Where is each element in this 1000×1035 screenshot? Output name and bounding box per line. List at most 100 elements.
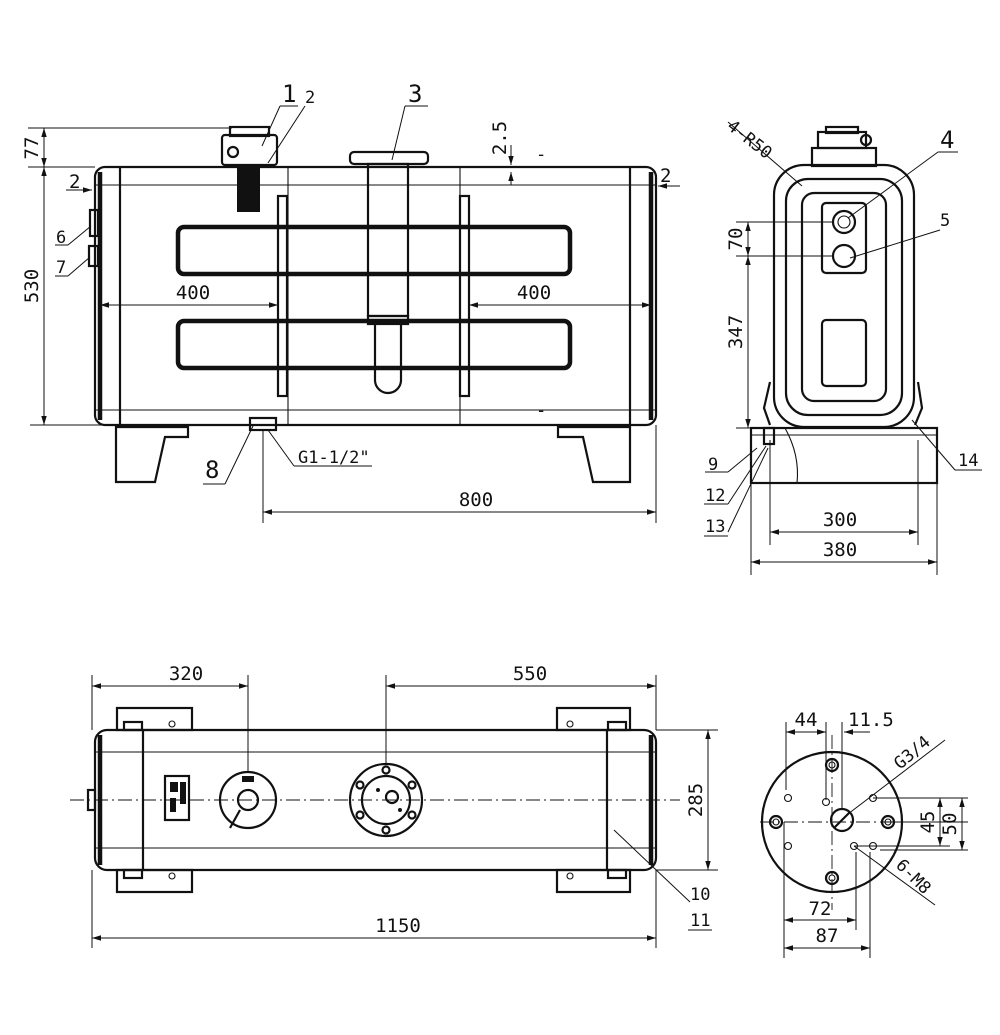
callout-8: 8 bbox=[203, 425, 254, 485]
dim-width: 285 bbox=[656, 729, 718, 871]
sight-glass-upper bbox=[831, 209, 857, 235]
side-view: 4-R50 70 347 300 380 bbox=[704, 116, 982, 575]
dim-label-550: 550 bbox=[513, 663, 547, 685]
foot-right bbox=[556, 425, 632, 484]
svg-text:-: - bbox=[536, 145, 546, 165]
callout-7: 7 bbox=[55, 256, 91, 278]
suction-pipe bbox=[348, 150, 430, 395]
dim-label-2-left: 2 bbox=[69, 171, 80, 193]
dim-bolt-y2: 50 bbox=[880, 798, 968, 851]
callout-3: 3 bbox=[391, 80, 428, 161]
dim-bolt-x: 44 bbox=[785, 709, 827, 800]
front-view: 77 530 2 2 2.5 - - 400 bbox=[21, 80, 680, 523]
temperature-gauge bbox=[87, 244, 100, 268]
dim-height: 530 bbox=[21, 167, 116, 426]
dim-label-11-5: 11.5 bbox=[848, 709, 894, 731]
dim-length: 1150 bbox=[91, 870, 657, 948]
dim-corner-radius: 4-R50 bbox=[723, 116, 803, 187]
svg-text:-: - bbox=[536, 401, 546, 421]
dim-label-4-r50: 4-R50 bbox=[723, 116, 776, 163]
flange-view: 44 11.5 G3/4 45 50 6-M8 bbox=[760, 709, 968, 958]
dim-wall-top: 2.5 - - bbox=[489, 121, 546, 421]
dim-foot-width: 380 bbox=[750, 483, 938, 575]
filler-cap bbox=[220, 125, 279, 212]
callout-12: 12 bbox=[704, 445, 767, 506]
dim-label-380: 380 bbox=[823, 539, 857, 561]
callout-label-11: 11 bbox=[690, 911, 710, 931]
dim-pcd-large: 87 bbox=[783, 852, 871, 958]
callout-5: 5 bbox=[849, 211, 950, 259]
nameplate bbox=[163, 774, 191, 822]
callout-11: 11 bbox=[688, 911, 712, 931]
callout-label-14: 14 bbox=[958, 451, 978, 471]
callout-label-8: 8 bbox=[205, 456, 219, 484]
callout-label-3: 3 bbox=[408, 80, 422, 108]
filler-cap-side bbox=[810, 125, 878, 168]
dim-pcd-small: 72 bbox=[783, 822, 857, 930]
dim-label-400-left: 400 bbox=[176, 282, 210, 304]
callout-label-12: 12 bbox=[705, 486, 725, 506]
dim-label-1150: 1150 bbox=[375, 915, 421, 937]
callout-label-5: 5 bbox=[940, 211, 950, 231]
bracket-top-left bbox=[115, 706, 194, 732]
callout-label-6: 6 bbox=[56, 228, 66, 248]
rib-upper bbox=[175, 224, 573, 277]
dim-label-320: 320 bbox=[169, 663, 203, 685]
dim-label-50: 50 bbox=[939, 813, 961, 836]
dim-cap-offset: 320 bbox=[91, 663, 249, 772]
callout-label-9: 9 bbox=[708, 455, 718, 475]
tank-outline-side bbox=[772, 163, 916, 429]
top-view: 320 550 285 1150 10 11 bbox=[70, 663, 718, 948]
dim-label-70: 70 bbox=[725, 228, 747, 251]
dim-label-300: 300 bbox=[823, 509, 857, 531]
inspection-cover bbox=[820, 318, 868, 388]
bolt-label: 6-M8 bbox=[891, 855, 934, 898]
dim-label-2-right: 2 bbox=[660, 165, 671, 187]
gauge-window bbox=[820, 201, 868, 275]
callout-label-7: 7 bbox=[56, 258, 66, 278]
dim-flange-offset: 550 bbox=[385, 663, 657, 764]
callout-4: 4 bbox=[847, 126, 958, 219]
dim-label-72: 72 bbox=[809, 898, 832, 920]
bracket-top-right bbox=[555, 706, 632, 732]
callout-label-4: 4 bbox=[940, 126, 954, 154]
dim-label-347: 347 bbox=[725, 315, 747, 349]
callout-13: 13 bbox=[704, 447, 769, 537]
dim-label-77: 77 bbox=[21, 137, 43, 160]
dim-baffle: 400 400 bbox=[100, 282, 651, 308]
foot-left bbox=[114, 425, 190, 484]
port-g34 bbox=[829, 807, 855, 833]
dim-label-800: 800 bbox=[459, 489, 493, 511]
sight-glass-lower bbox=[831, 243, 857, 269]
callout-label-10: 10 bbox=[690, 885, 710, 905]
dim-label-2-5: 2.5 bbox=[489, 121, 511, 155]
baffle-left bbox=[276, 194, 289, 398]
dim-cap-height: 77 bbox=[21, 127, 232, 168]
callout-10: 10 bbox=[613, 829, 710, 905]
bracket-bottom-left bbox=[115, 868, 194, 894]
dim-foot-spacing: 300 bbox=[769, 440, 919, 545]
level-switch bbox=[88, 208, 100, 238]
callout-14: 14 bbox=[911, 419, 982, 471]
callout-2: 2 bbox=[267, 88, 315, 164]
dim-wall-right: 2 bbox=[658, 165, 680, 189]
dim-label-285: 285 bbox=[685, 783, 707, 817]
callout-label-13: 13 bbox=[705, 517, 725, 537]
dim-label-87: 87 bbox=[816, 925, 839, 947]
base-bracket bbox=[749, 426, 939, 485]
tank-body-front bbox=[93, 165, 658, 427]
dim-label-530: 530 bbox=[21, 269, 43, 303]
bracket-bottom-right bbox=[555, 868, 632, 894]
thread-callout-port: G3/4 bbox=[847, 732, 946, 815]
callout-label-1: 1 bbox=[282, 80, 296, 108]
thread-label-outlet: G1-1/2" bbox=[298, 448, 370, 468]
thread-label-port: G3/4 bbox=[890, 732, 934, 774]
callout-label-2: 2 bbox=[305, 88, 315, 108]
dim-label-44: 44 bbox=[795, 709, 818, 731]
dim-outlet-position: 800 bbox=[262, 425, 657, 523]
callout-9: 9 bbox=[705, 447, 758, 475]
dim-gauge-spacing: 70 bbox=[725, 221, 832, 257]
callout-6: 6 bbox=[55, 225, 92, 248]
thread-callout-outlet: G1-1/2" bbox=[267, 429, 372, 468]
